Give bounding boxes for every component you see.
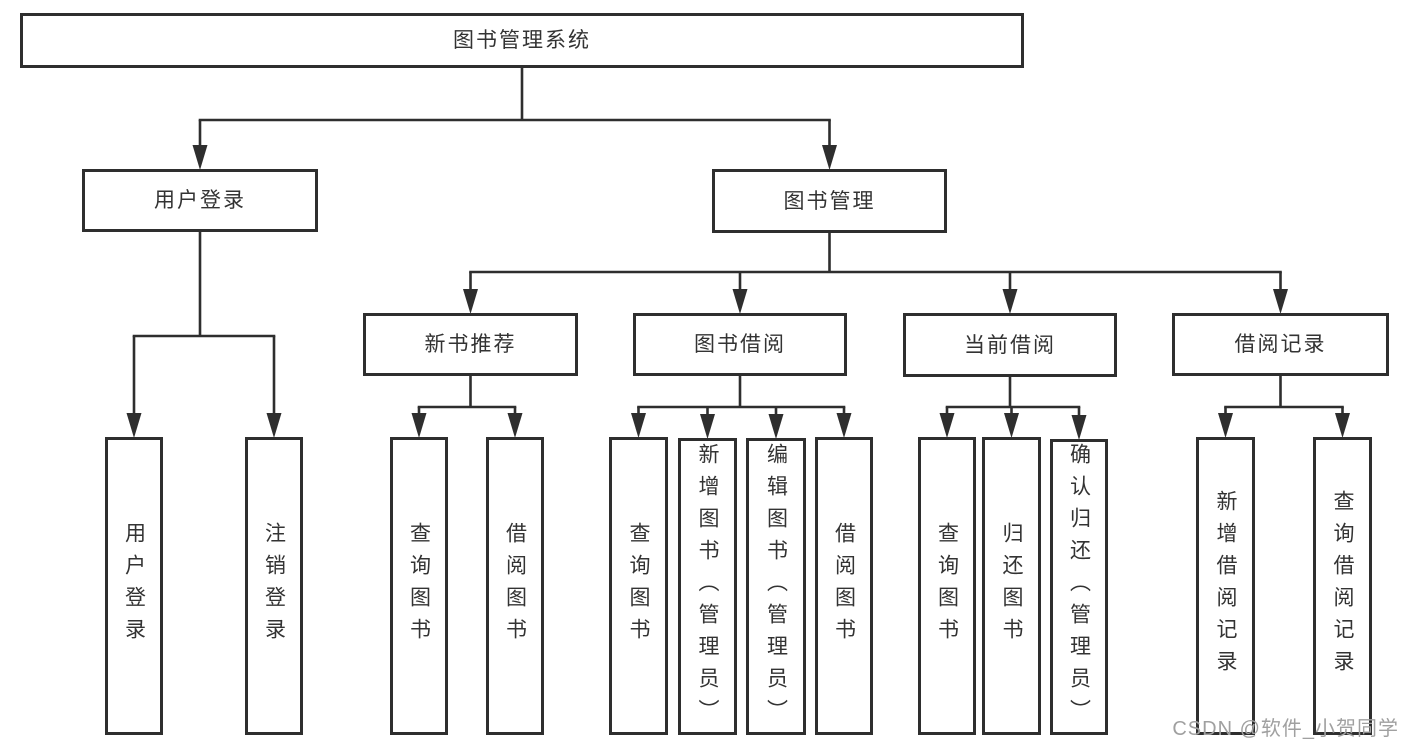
arrowhead-to-confirm-return	[1071, 415, 1087, 440]
node-label-borrow-book-new: 借阅图书	[503, 522, 527, 650]
arrowhead-to-borrow-book	[836, 413, 852, 438]
arrowhead-to-login-leaf	[126, 413, 142, 438]
node-add-book: 新增图书（管理员）	[678, 438, 737, 735]
connector-new-book-rec	[411, 374, 523, 438]
connector-borrow-records	[1218, 374, 1350, 438]
node-query-borrow-record: 查询借阅记录	[1313, 437, 1372, 735]
node-label-login-leaf: 用户登录	[122, 522, 146, 650]
node-label-query-book-new: 查询图书	[407, 522, 431, 650]
node-label-logout-leaf: 注销登录	[262, 522, 286, 650]
arrowhead-to-borrow-book-new	[507, 413, 523, 438]
node-label-borrow-records: 借阅记录	[1234, 333, 1327, 356]
arrowhead-to-book-mgmt	[822, 145, 837, 170]
node-label-current-borrow: 当前借阅	[964, 333, 1056, 357]
arrowhead-to-edit-book	[768, 414, 784, 439]
connector-book-mgmt	[463, 231, 1288, 314]
arrowhead-to-query-book-new	[411, 413, 427, 438]
node-edit-book: 编辑图书（管理员）	[746, 438, 806, 735]
node-confirm-return: 确认归还（管理员）	[1050, 439, 1108, 735]
node-label-query-borrow-record: 查询借阅记录	[1331, 490, 1354, 682]
node-query-book-borrow: 查询图书	[609, 437, 668, 735]
node-book-borrow: 图书借阅	[633, 313, 847, 376]
node-user-login: 用户登录	[82, 169, 318, 232]
node-query-book-new: 查询图书	[390, 437, 448, 735]
connector-book-borrow	[631, 374, 852, 439]
node-query-book-current: 查询图书	[918, 437, 976, 735]
arrowhead-to-return-book	[1004, 413, 1019, 438]
arrowhead-to-user-login	[192, 145, 208, 170]
node-label-confirm-return: 确认归还（管理员）	[1067, 443, 1091, 731]
node-borrow-book: 借阅图书	[815, 437, 873, 735]
node-book-mgmt: 图书管理	[712, 169, 947, 233]
node-logout-leaf: 注销登录	[245, 437, 303, 735]
node-return-book: 归还图书	[982, 437, 1041, 735]
node-label-query-book-borrow: 查询图书	[627, 522, 650, 650]
connector-current-borrow	[939, 375, 1087, 440]
node-borrow-book-new: 借阅图书	[486, 437, 544, 735]
node-current-borrow: 当前借阅	[903, 313, 1117, 377]
arrowhead-to-new-book-rec	[463, 289, 478, 314]
arrowhead-to-add-borrow-record	[1218, 413, 1233, 438]
node-label-add-borrow-record: 新增借阅记录	[1214, 490, 1237, 682]
arrowhead-to-query-book-current	[939, 413, 955, 438]
node-label-query-book-current: 查询图书	[935, 522, 959, 650]
node-label-root: 图书管理系统	[453, 29, 591, 52]
arrowhead-to-query-borrow-record	[1335, 413, 1350, 438]
arrowhead-to-current-borrow	[1002, 289, 1018, 314]
node-label-user-login: 用户登录	[154, 189, 246, 212]
node-add-borrow-record: 新增借阅记录	[1196, 437, 1255, 735]
connector-root	[192, 66, 837, 170]
arrowhead-to-add-book	[700, 414, 715, 439]
node-label-borrow-book: 借阅图书	[832, 522, 856, 650]
node-new-book-rec: 新书推荐	[363, 313, 578, 376]
arrowhead-to-book-borrow	[732, 289, 748, 314]
node-label-edit-book: 编辑图书（管理员）	[764, 442, 788, 731]
node-label-book-borrow: 图书借阅	[694, 333, 786, 356]
arrowhead-to-query-book-borrow	[631, 413, 646, 438]
csdn-watermark: CSDN @软件_小贺同学	[1172, 718, 1399, 740]
arrowhead-to-logout-leaf	[266, 413, 282, 438]
node-root: 图书管理系统	[20, 13, 1024, 68]
node-borrow-records: 借阅记录	[1172, 313, 1389, 376]
node-label-return-book: 归还图书	[1000, 522, 1023, 650]
node-login-leaf: 用户登录	[105, 437, 163, 735]
node-label-book-mgmt: 图书管理	[783, 189, 876, 213]
connector-user-login	[126, 230, 282, 438]
node-label-add-book: 新增图书（管理员）	[696, 442, 719, 731]
arrowhead-to-borrow-records	[1273, 289, 1288, 314]
node-label-new-book-rec: 新书推荐	[424, 333, 517, 356]
